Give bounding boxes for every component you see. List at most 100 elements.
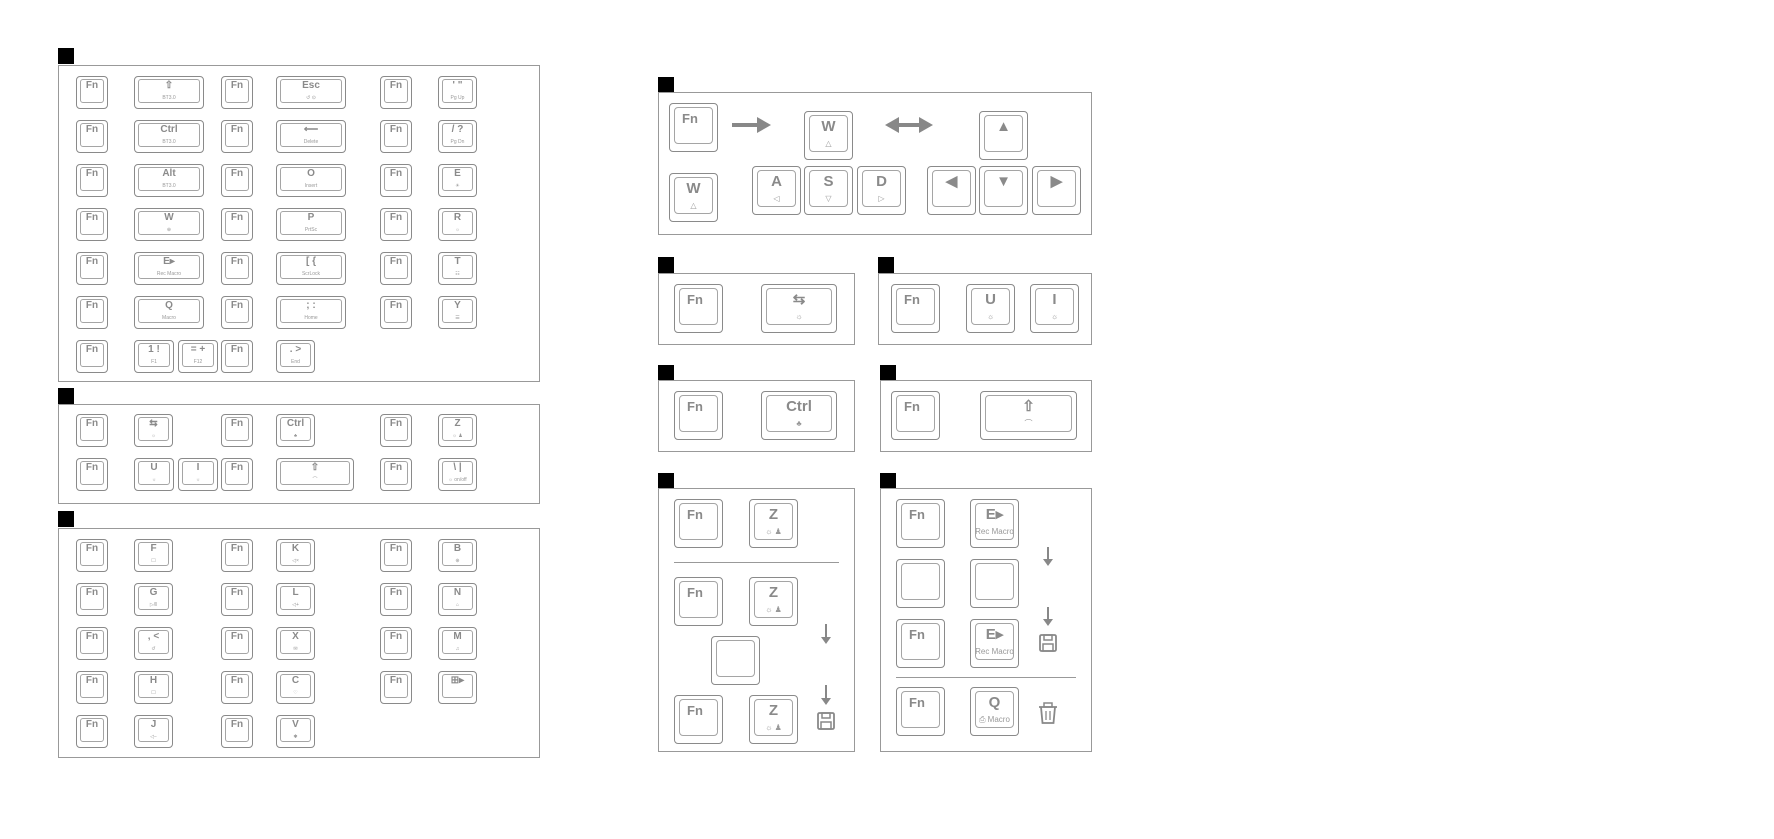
key-sublabel: ScrLock bbox=[301, 271, 321, 277]
keycap-face bbox=[138, 211, 200, 235]
keycap-face bbox=[80, 674, 104, 698]
key-label: C bbox=[291, 675, 300, 686]
keycap-face bbox=[280, 417, 311, 441]
key-w: W△ bbox=[804, 111, 853, 160]
key-label: O bbox=[307, 168, 315, 179]
key-label: Ctrl bbox=[286, 418, 305, 429]
key-fn: Fn bbox=[896, 619, 945, 668]
key-sublabel: ▷ bbox=[878, 194, 885, 203]
key-fn: Fn bbox=[221, 627, 253, 660]
keycap-face bbox=[280, 343, 311, 367]
key-h: H☐ bbox=[134, 671, 173, 704]
keycap-face bbox=[80, 299, 104, 323]
key-symbol: ⊞▸ bbox=[438, 671, 477, 704]
key-fn: Fn bbox=[380, 296, 412, 329]
keycap-face bbox=[80, 461, 104, 485]
key-fn: Fn bbox=[380, 414, 412, 447]
key-label: Fn bbox=[389, 212, 403, 223]
key-sublabel: ☷ bbox=[455, 271, 460, 277]
key-label: Fn bbox=[85, 344, 99, 355]
key-j: J◁− bbox=[134, 715, 173, 748]
key-label: E bbox=[454, 168, 461, 179]
key-sublabel: ☼ bbox=[795, 312, 803, 321]
key-sublabel: ☼ ♟ bbox=[765, 723, 782, 732]
key-sublabel: ↺ ⊙ bbox=[306, 95, 316, 101]
key-label: Fn bbox=[389, 418, 403, 429]
keycap-face bbox=[901, 503, 940, 540]
key-label: U bbox=[985, 291, 996, 308]
keycap-face bbox=[984, 170, 1023, 207]
keycap-face bbox=[932, 170, 971, 207]
key-sublabel: ♫ bbox=[455, 646, 460, 652]
key-label: = + bbox=[190, 344, 206, 355]
keycap-face bbox=[138, 674, 169, 698]
key-label: W bbox=[686, 180, 701, 197]
key-label: Z bbox=[454, 418, 461, 429]
key-label: Fn bbox=[682, 111, 698, 126]
key-sublabel: ♣ bbox=[293, 433, 298, 439]
key-blank bbox=[970, 559, 1019, 608]
key-label: Fn bbox=[85, 587, 99, 598]
key-label: ▶ bbox=[1050, 173, 1063, 190]
key-label: Fn bbox=[687, 585, 703, 600]
key-symbol: ⇧BT3.0 bbox=[134, 76, 204, 109]
key-label: Ctrl bbox=[786, 398, 812, 415]
keycap-face bbox=[442, 674, 473, 698]
keycap-face bbox=[679, 288, 718, 325]
key-fn: Fn bbox=[221, 252, 253, 285]
key-label: ⊞▸ bbox=[450, 675, 465, 686]
keycap-face bbox=[384, 211, 408, 235]
key-fn: Fn bbox=[76, 296, 108, 329]
keycap-face bbox=[138, 343, 170, 367]
key-sublabel: ◁ bbox=[773, 194, 780, 203]
key-label: Y bbox=[454, 300, 461, 311]
keycap-face bbox=[138, 586, 169, 610]
key-label: ▼ bbox=[996, 173, 1011, 190]
keycap-face bbox=[80, 255, 104, 279]
key-symbol: ⇆☼ bbox=[761, 284, 837, 333]
key-label: A bbox=[771, 173, 782, 190]
keycap-face bbox=[138, 718, 169, 742]
key-label: Fn bbox=[85, 418, 99, 429]
key-label: Fn bbox=[85, 212, 99, 223]
section-marker-3 bbox=[58, 511, 74, 527]
key-label: Fn bbox=[230, 418, 244, 429]
keycap-face bbox=[280, 674, 311, 698]
key-fn: Fn bbox=[76, 458, 108, 491]
key-label: Fn bbox=[230, 462, 244, 473]
keycap-face bbox=[901, 563, 940, 600]
keycap-face bbox=[757, 170, 796, 207]
keycap-face bbox=[674, 177, 713, 214]
key-fn: Fn bbox=[76, 627, 108, 660]
key-e: E▸Rec Macro bbox=[134, 252, 204, 285]
key-label: Fn bbox=[389, 168, 403, 179]
key-sublabel: ⊕ bbox=[455, 558, 460, 564]
key-symbol: ▼ bbox=[979, 166, 1028, 215]
key-label: W bbox=[821, 118, 836, 135]
key-sublabel: ☐ bbox=[151, 690, 156, 696]
key-label: Ctrl bbox=[160, 124, 178, 135]
key-y: Y☰ bbox=[438, 296, 477, 329]
key-l: L◁+ bbox=[276, 583, 315, 616]
keycap-face bbox=[225, 167, 249, 191]
key-fn: Fn bbox=[76, 252, 108, 285]
keycap-face bbox=[809, 170, 848, 207]
key-label: ⇧ bbox=[164, 80, 174, 91]
key-sublabel: BT3.0 bbox=[162, 139, 176, 145]
key-sublabel: Rec Macro bbox=[156, 271, 182, 277]
keycap-face bbox=[225, 211, 249, 235]
key-label: Fn bbox=[230, 543, 244, 554]
key-label: Alt bbox=[162, 168, 176, 179]
key-u: U☼ bbox=[134, 458, 174, 491]
key-fn: Fn bbox=[76, 120, 108, 153]
key-fn: Fn bbox=[221, 340, 253, 373]
key-fn: Fn bbox=[380, 458, 412, 491]
key-fn: Fn bbox=[221, 208, 253, 241]
section-marker-2 bbox=[58, 388, 74, 404]
key-sublabel: ☼ bbox=[986, 312, 995, 321]
key-sublabel: ↺ bbox=[151, 646, 156, 652]
